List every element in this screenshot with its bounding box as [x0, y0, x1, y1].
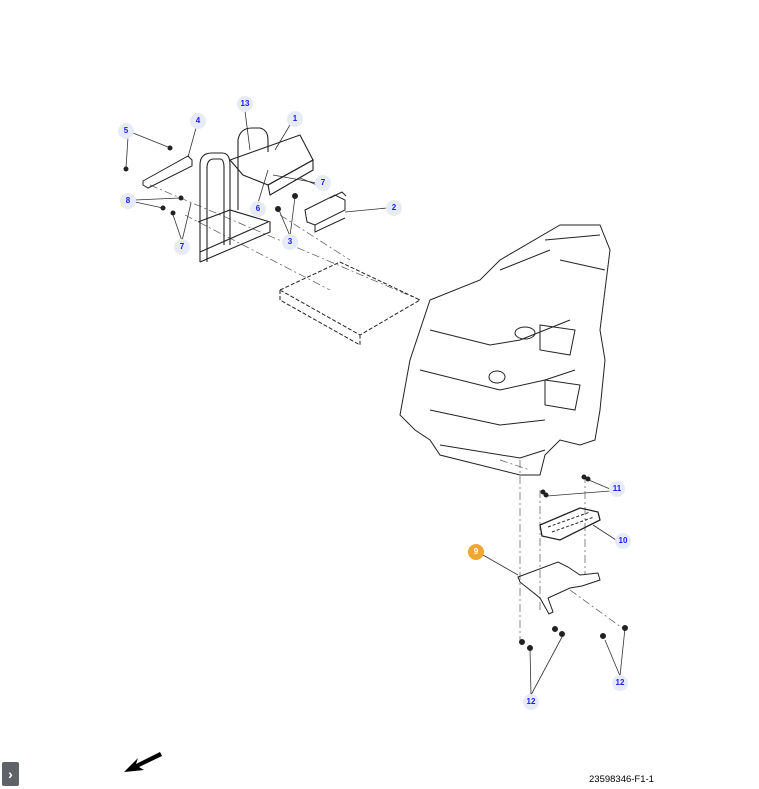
chevron-right-icon: ›	[8, 766, 13, 782]
callout-12-left[interactable]: 12	[523, 694, 539, 710]
callout-5[interactable]: 5	[118, 123, 134, 139]
callout-3[interactable]: 3	[282, 234, 298, 250]
callout-12-right[interactable]: 12	[612, 675, 628, 691]
step-bracket	[304, 191, 347, 233]
callout-11[interactable]: 11	[609, 481, 625, 497]
bracket-frame	[197, 127, 314, 263]
step-support	[517, 561, 601, 615]
callout-8[interactable]: 8	[120, 193, 136, 209]
callout-1[interactable]: 1	[287, 111, 303, 127]
leader-lines	[125, 110, 626, 696]
callout-10[interactable]: 10	[615, 533, 631, 549]
callout-9[interactable]: 9	[468, 544, 484, 560]
mounting-bar	[142, 155, 193, 189]
figure-id: 23598346-F1-1	[589, 774, 654, 785]
expand-panel-button[interactable]: ›	[2, 762, 19, 786]
callout-7-upper[interactable]: 7	[315, 175, 331, 191]
fuel-tank	[399, 224, 611, 476]
fasteners	[123, 145, 628, 651]
callout-7-lower[interactable]: 7	[174, 239, 190, 255]
callout-4[interactable]: 4	[190, 113, 206, 129]
step-tread	[539, 507, 601, 541]
callout-13[interactable]: 13	[237, 96, 253, 112]
arrow-down-left-icon	[124, 752, 162, 772]
callout-2[interactable]: 2	[386, 200, 402, 216]
platform-panel	[278, 261, 422, 346]
callout-6[interactable]: 6	[250, 201, 266, 217]
